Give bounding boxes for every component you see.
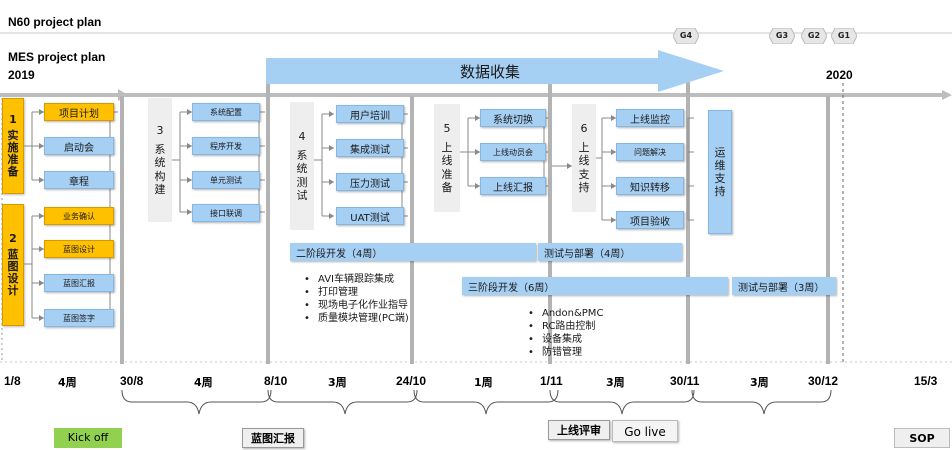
phase-5-golive-prep: 5 上线准备 <box>434 104 460 212</box>
phase-1-number: 1 <box>9 112 17 126</box>
n60-title: N60 project plan <box>8 15 102 29</box>
task-uat-test: UAT测试 <box>336 207 404 225</box>
date-1-11: 1/11 <box>540 374 563 388</box>
separator-8-10 <box>266 82 270 364</box>
milestone-kickoff: Kick off <box>54 428 122 448</box>
duration-3: 3周 <box>328 376 347 389</box>
bullet-quality-module: 质量模块管理(PC端) <box>304 312 409 325</box>
task-system-config: 系统配置 <box>192 103 260 121</box>
duration-4: 1周 <box>474 376 493 389</box>
phase-5-name: 上线准备 <box>441 141 453 194</box>
separator-30-12 <box>826 96 830 364</box>
phase-4-name: 系统测试 <box>296 149 308 202</box>
bullet-rc-routing: RC路由控制 <box>528 320 603 333</box>
phase-7-name: 运维支持 <box>714 145 726 199</box>
phase-1-name: 实施准备 <box>7 128 19 179</box>
milestone-sop: SOP <box>894 428 950 448</box>
bar-phase2-test: 测试与部署（4周） <box>538 243 682 261</box>
task-project-plan: 项目计划 <box>44 103 114 121</box>
separator-24-10 <box>410 96 414 364</box>
task-unit-test: 单元测试 <box>192 171 260 189</box>
task-golive-report: 上线汇报 <box>480 177 546 195</box>
task-integration-test: 集成测试 <box>336 139 404 157</box>
connectors-p6 <box>552 115 694 223</box>
date-30-8: 30/8 <box>120 374 144 388</box>
bullet-device-integration: 设备集成 <box>528 333 603 346</box>
bullet-avi-tracking: AVI车辆跟踪集成 <box>304 273 409 286</box>
task-golive-mobilization: 上线动员会 <box>480 143 546 161</box>
phase-2-blueprint: 2 蓝图设计 <box>2 204 24 326</box>
task-interface-test: 接口联调 <box>192 204 260 222</box>
phase-4-number: 4 <box>298 130 306 144</box>
bar-phase2-dev: 二阶段开发（4周） <box>290 243 536 261</box>
duration-6: 3周 <box>750 376 769 389</box>
bullets-phase2: AVI车辆跟踪集成 打印管理 现场电子化作业指导 质量模块管理(PC端) <box>304 273 409 325</box>
bullet-andon-pmc: Andon&PMC <box>528 307 603 320</box>
phase-2-number: 2 <box>9 231 17 245</box>
phase-6-name: 上线支持 <box>578 141 590 194</box>
task-blueprint-report: 蓝图汇报 <box>44 274 114 292</box>
phase-3-name: 系统构建 <box>154 143 166 196</box>
task-issue-resolution: 问题解决 <box>616 143 684 161</box>
task-blueprint-signoff: 蓝图签字 <box>44 309 114 327</box>
task-program-dev: 程序开发 <box>192 137 260 155</box>
gate-g1: G1 <box>831 28 857 44</box>
task-stress-test: 压力测试 <box>336 173 404 191</box>
milestone-golive-review: 上线评审 <box>548 420 610 440</box>
task-kickoff-meeting: 启动会 <box>44 137 114 155</box>
date-30-11: 30/11 <box>670 374 700 388</box>
bullet-electronic-guide: 现场电子化作业指导 <box>304 299 409 312</box>
task-golive-monitor: 上线监控 <box>616 109 684 127</box>
phase-2-name: 蓝图设计 <box>7 247 19 298</box>
date-8-10: 8/10 <box>264 374 288 388</box>
duration-1: 4周 <box>58 376 77 389</box>
milestone-golive: Go live <box>612 420 678 442</box>
phase-3-number: 3 <box>156 124 164 138</box>
phase-4-system-test: 4 系统测试 <box>290 102 314 230</box>
duration-2: 4周 <box>194 376 213 389</box>
separator-30-8 <box>120 96 124 364</box>
task-blueprint-design: 蓝图设计 <box>44 240 114 258</box>
date-1-8: 1/8 <box>4 374 21 388</box>
separator-30-11 <box>686 82 690 364</box>
gate-g2: G2 <box>801 28 827 44</box>
duration-5: 3周 <box>606 376 625 389</box>
task-user-training: 用户培训 <box>336 105 404 123</box>
separator-1-11 <box>548 82 552 364</box>
phase-5-number: 5 <box>443 122 451 136</box>
date-30-12: 30/12 <box>808 374 839 388</box>
bullet-print-mgmt: 打印管理 <box>304 286 409 299</box>
year-end: 2020 <box>826 68 853 82</box>
phase-1-prepare: 1 实施准备 <box>2 98 24 194</box>
bar-phase3-test: 测试与部署（3周） <box>732 277 836 295</box>
year-start: 2019 <box>8 68 35 82</box>
phase-6-golive-support: 6 上线支持 <box>572 104 596 212</box>
date-15-3: 15/3 <box>914 374 938 388</box>
gate-g4: G4 <box>673 28 699 44</box>
gate-g3: G3 <box>769 28 795 44</box>
task-charter: 章程 <box>44 171 114 189</box>
data-collection-label: 数据收集 <box>459 63 520 81</box>
bar-phase3-dev: 三阶段开发（6周） <box>462 277 728 295</box>
date-24-10: 24/10 <box>396 374 427 388</box>
task-project-acceptance: 项目验收 <box>616 211 684 229</box>
data-collection-arrow <box>266 50 724 92</box>
phase-6-number: 6 <box>580 122 588 136</box>
task-knowledge-transfer: 知识转移 <box>616 177 684 195</box>
task-system-switch: 系统切换 <box>480 109 546 127</box>
bullet-error-proofing: 防错管理 <box>528 346 603 359</box>
mes-title: MES project plan <box>8 50 106 64</box>
task-business-confirm: 业务确认 <box>44 207 114 225</box>
phase-7-maintenance: 运维支持 <box>708 110 732 234</box>
phase-3-build: 3 系统构建 <box>148 98 172 222</box>
milestone-blueprint-report: 蓝图汇报 <box>242 428 304 448</box>
bullets-phase3: Andon&PMC RC路由控制 设备集成 防错管理 <box>528 307 603 359</box>
